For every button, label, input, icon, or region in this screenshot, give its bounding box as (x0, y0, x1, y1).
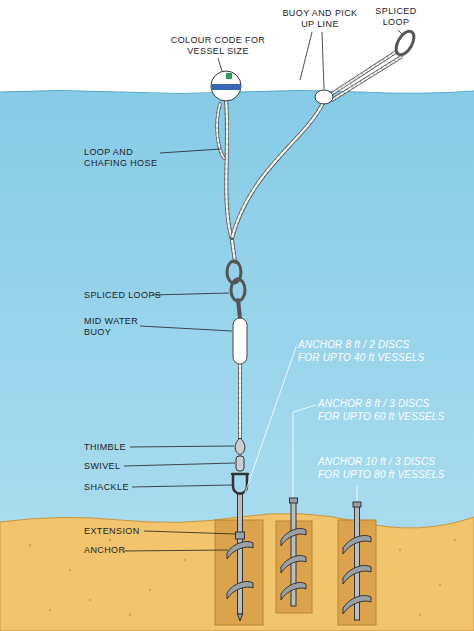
part-label: SPLICED LOOP (372, 6, 420, 28)
part-label: SWIVEL (84, 461, 164, 472)
shackle-pin (231, 473, 249, 475)
mooring-buoy (210, 71, 242, 101)
swivel (236, 456, 244, 471)
shackle (233, 474, 247, 494)
anchor-spec: ANCHOR 8 ft / 3 DISCS FOR UPTO 60 ft VES… (318, 397, 446, 423)
anchor-spec: ANCHOR 10 ft / 3 DISCS FOR UPTO 80 ft VE… (318, 455, 458, 481)
part-label: SPLICED LOOPS (84, 290, 174, 301)
sea-water (0, 91, 474, 541)
spliced-loops (231, 279, 245, 301)
part-label: ANCHOR (84, 545, 164, 556)
part-label: MID WATER BUOY (84, 316, 146, 338)
helix-anchor (227, 494, 253, 621)
part-label: EXTENSION (84, 526, 164, 537)
part-label: SHACKLE (84, 482, 164, 493)
thimble (235, 438, 245, 455)
mid-water-buoy (233, 318, 247, 364)
spliced-loop (392, 28, 417, 58)
mooring-rope (217, 52, 401, 438)
part-label: COLOUR CODE FOR VESSEL SIZE (170, 35, 266, 57)
anchor-spec: ANCHOR 8 ft / 2 DISCS FOR UPTO 40 ft VES… (298, 338, 426, 364)
part-label: THIMBLE (84, 442, 164, 453)
part-label: BUOY AND PICK UP LINE (280, 8, 360, 30)
helix-anchor (343, 502, 371, 620)
pick-up-buoy (315, 90, 333, 104)
helix-anchor (281, 498, 306, 606)
part-label: LOOP AND CHAFING HOSE (84, 147, 160, 169)
